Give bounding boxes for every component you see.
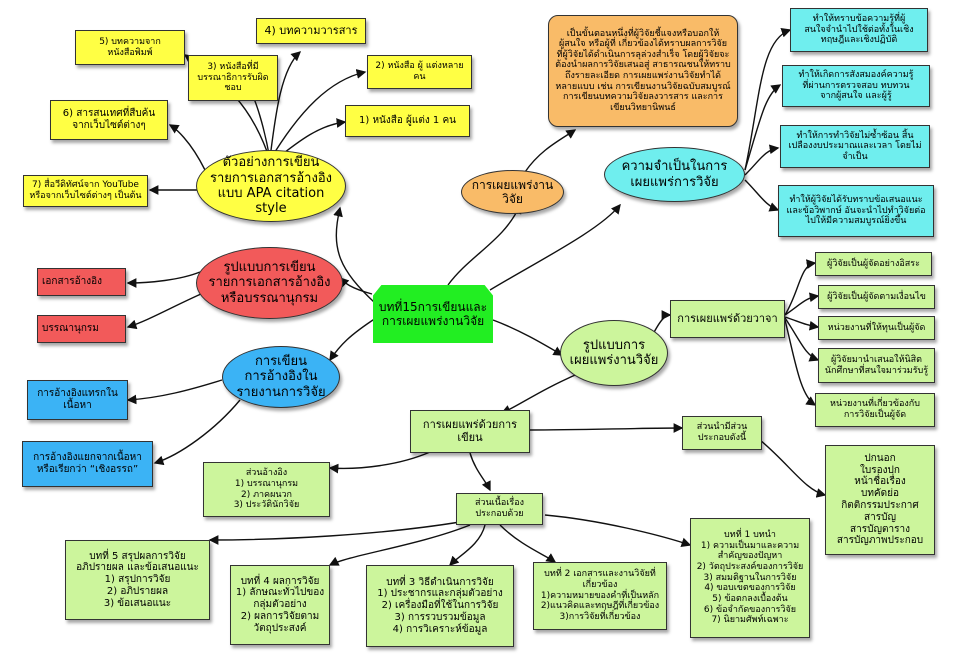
dissemination-definition: เป็นขั้นตอนหนึ่งที่ผู้วิจัยชี้แจงหรือบอก…	[548, 15, 738, 127]
apa-item-journal[interactable]: 4) บทความวารสาร	[256, 18, 366, 44]
reference-format-node[interactable]: รูปแบบการเขียน รายการเอกสารอ้างอิง หรือบ…	[196, 247, 343, 319]
necessity-item-3[interactable]: ทำให้การทำวิจัยไม่ซ้ำซ้อน สิ้น เปลืองงบป…	[780, 125, 930, 168]
apa-item-newspaper[interactable]: 5) บทความจาก หนังสือพิมพ์	[75, 30, 185, 65]
necessity-item-2[interactable]: ทำให้เกิดการสังสมองค์ความรู้ ที่ผ่านการต…	[782, 65, 930, 107]
reference-item-references[interactable]: เอกสารอ้างอิง	[37, 268, 126, 296]
writing-node[interactable]: การเผยแพร่ด้วยการ เขียน	[410, 410, 530, 453]
necessity-item-1[interactable]: ทำให้ทราบข้อความรู้ที่ผู้ สนใจจำนำไปใช้ต…	[790, 8, 928, 52]
apa-item-website[interactable]: 6) สารสนเทศที่สืบค้น จากเว็บไซต์ต่างๆ	[50, 100, 168, 140]
content-part-node[interactable]: ส่วนเนื้อเรื่อง ประกอบด้วย	[456, 493, 543, 525]
apa-item-youtube[interactable]: 7) สื่อวีดิทัศน์จาก YouTube หรือจากเว็บไ…	[23, 175, 148, 207]
chapter-4[interactable]: บทที่ 4 ผลการวิจัย 1) ลักษณะทั่วไปของ กล…	[230, 565, 330, 645]
apa-item-single-author[interactable]: 1) หนังสือ ผู้แต่ง 1 คน	[345, 105, 470, 137]
chapter-1[interactable]: บทที่ 1 บทนำ 1) ความเป็นมาและความ สำคัญข…	[690, 518, 810, 638]
dissemination-forms-node[interactable]: รูปแบบการ เผยแพร่งานวิจัย	[560, 320, 668, 386]
dissemination-node[interactable]: การเผยแพร่งาน วิจัย	[461, 170, 564, 214]
citation-item-footnote[interactable]: การอ้างอิงแยกจากเนื้อหา หรือเรียกว่า “เช…	[22, 441, 153, 487]
oral-item-3[interactable]: หน่วยงานที่ให้ทุนเป็นผู้จัด	[818, 316, 935, 340]
reference-item-bibliography[interactable]: บรรณานุกรม	[37, 315, 126, 343]
oral-item-1[interactable]: ผู้วิจัยเป็นผู้จัดอย่างอิสระ	[815, 252, 932, 276]
oral-item-2[interactable]: ผู้วิจัยเป็นผู้จัดตามเงื่อนไข	[818, 285, 935, 309]
citation-node[interactable]: การเขียน การอ้างอิงใน รายงานการวิจัย	[222, 346, 340, 408]
citation-item-in-text[interactable]: การอ้างอิงแทรกใน เนื้อหา	[27, 380, 128, 420]
chapter-3[interactable]: บทที่ 3 วิธีดำเนินการวิจัย 1) ประชากรและ…	[366, 565, 514, 647]
oral-item-5[interactable]: หน่วยงานที่เกี่ยวข้องกับ การวิจัยเป็นผู้…	[815, 393, 935, 427]
apa-item-edited-book[interactable]: 3) หนังสือที่มี บรรณาธิการรับผิด ชอบ	[188, 55, 278, 101]
apa-item-multi-author[interactable]: 2) หนังสือ ผู้ แต่งหลาย คน	[367, 55, 472, 89]
front-matter-detail: ปกนอก ใบรองปก หน้าชื่อเรื่อง บทคัดย่อ กิ…	[825, 445, 935, 555]
necessity-item-4[interactable]: ทำให้ผู้วิจัยได้รับทราบข้อเสนอแนะ และข้อ…	[778, 185, 934, 237]
chapter-2[interactable]: บทที่ 2 เอกสารและงานวิจัยที่ เกี่ยวข้อง …	[533, 562, 667, 630]
apa-example-node[interactable]: ตัวอย่างการเขียน รายการเอกสารอ้างอิง แบบ…	[196, 150, 346, 222]
front-matter-node[interactable]: ส่วนนำมีส่วน ประกอบดังนี้	[682, 416, 762, 450]
reference-part-node[interactable]: ส่วนอ้างอิง 1) บรรณานุกรม 2) ภาคผนวก 3) …	[203, 462, 330, 517]
chapter-5[interactable]: บทที่ 5 สรุปผลการวิจัย อภิปรายผล และข้อเ…	[65, 540, 210, 620]
center-node-chapter15[interactable]: บทที่15การเขียนและ การเผยแพร่งานวิจัย	[373, 285, 493, 343]
necessity-node[interactable]: ความจำเป็นในการ เผยแพร่การวิจัย	[604, 147, 745, 202]
oral-node[interactable]: การเผยแพร่ด้วยวาจา	[670, 300, 785, 338]
oral-item-4[interactable]: ผู้วิจัยมานำเสนอให้นิสิต นักศึกษาที่สนใจ…	[818, 348, 935, 383]
